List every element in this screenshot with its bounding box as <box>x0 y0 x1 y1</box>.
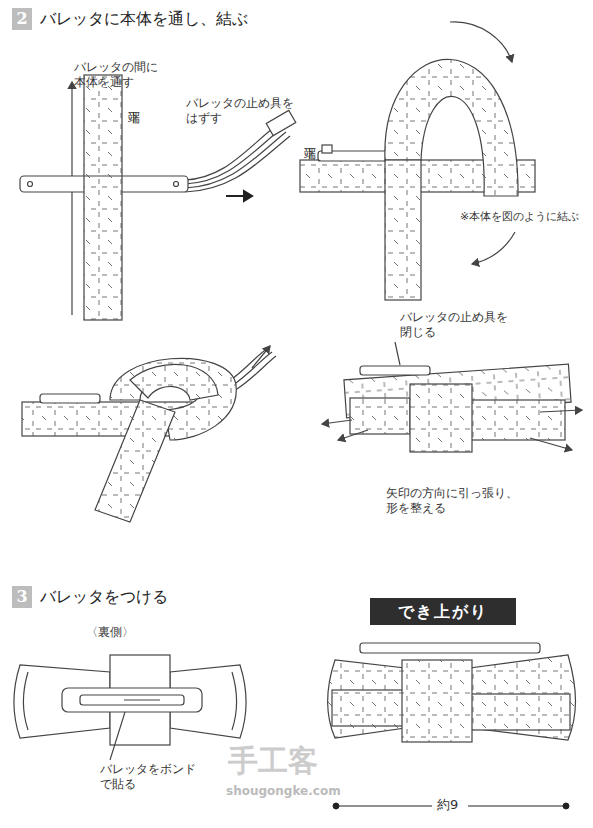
step2-panel1-part <box>71 82 72 315</box>
step-heading: バレッタに本体を通し、結ぶ <box>40 9 248 30</box>
dimension-line-part <box>333 803 339 809</box>
step2-panel4-part <box>395 342 400 365</box>
step2-panel1 <box>20 75 296 320</box>
dimension-line-part <box>563 803 569 809</box>
step2-panel4-part <box>540 410 582 412</box>
step2-panel3-part <box>95 400 175 522</box>
finished-bow <box>328 643 576 742</box>
step3-back-view-part <box>24 672 29 730</box>
band-text: でき上がり <box>370 598 516 625</box>
step2-panel4-part <box>338 430 368 440</box>
step2-panel1-part <box>174 182 179 187</box>
step3-back-view-part <box>110 712 125 760</box>
dimension-line-part <box>336 806 432 807</box>
finished-bow-part <box>470 694 570 730</box>
step3-back-view-part <box>80 695 184 705</box>
finished-bow-part <box>360 643 540 653</box>
instruction-note: バレッタの止め具を 閉じる <box>400 310 515 340</box>
step2-panel4-part <box>410 384 472 452</box>
step2-panel4-part <box>470 400 565 440</box>
step2-panel1-part <box>185 124 278 180</box>
step2-panel2-part <box>385 160 421 300</box>
next-arrow-part <box>226 195 244 197</box>
step2-panel2-part <box>322 145 332 153</box>
instruction-note: 矢印の方向に引っ張り、 形を整える <box>386 486 525 516</box>
step2-panel4-part <box>360 366 430 375</box>
finished-bow-part <box>332 690 412 726</box>
step2-panel1-part <box>185 128 282 184</box>
step2-panel4-part <box>530 438 572 450</box>
watermark: 手工客 <box>228 742 318 780</box>
finished-bow-part <box>402 660 472 742</box>
step2-panel3 <box>22 346 276 522</box>
step2-panel3-part <box>252 346 270 368</box>
step-number: 3 <box>12 586 32 608</box>
step2-panel4 <box>322 342 582 452</box>
view-label: 〈裏側〉 <box>86 625 134 640</box>
step2-panel4-part <box>322 420 352 424</box>
instruction-note: バレッタをボンド で貼る <box>100 762 203 792</box>
step-header: 2 バレッタに本体を通し、結ぶ <box>12 8 248 30</box>
dimension-line-part <box>468 806 566 807</box>
next-arrow-part <box>244 191 252 201</box>
step2-panel2 <box>300 22 535 300</box>
step3-back-view-part <box>232 672 237 730</box>
step2-panel1-part <box>84 175 122 176</box>
step3-back-view-part <box>62 688 202 712</box>
step2-panel3-part <box>130 364 218 400</box>
step2-panel1-part <box>185 132 286 188</box>
step2-panel4-part <box>350 398 410 434</box>
step-header: 3 バレッタをつける <box>12 586 168 608</box>
step2-panel2-part <box>472 232 515 264</box>
step2-panel3-part <box>40 394 100 403</box>
instruction-note: バレッタの間に 本体を通す <box>74 60 165 90</box>
step2-panel1-part <box>28 182 33 187</box>
finished-band: でき上がり <box>370 598 516 625</box>
step3-back-view-part <box>124 699 160 700</box>
step2-panel1-part <box>84 75 122 320</box>
finished-bow-part <box>470 655 576 740</box>
step-heading: バレッタをつける <box>40 587 168 608</box>
watermark: shougongke.com <box>226 784 341 799</box>
step2-panel1-part <box>185 136 290 192</box>
instruction-note: ※本体を図のように結ぶ <box>460 210 579 224</box>
step2-panel1-part <box>266 110 296 135</box>
dimension: 約9 <box>437 797 458 813</box>
step2-panel2-part <box>450 22 512 62</box>
step3-back-view <box>14 655 246 760</box>
step-number: 2 <box>12 8 32 30</box>
instruction-note: バレッタの止め具を はずす <box>186 96 301 126</box>
